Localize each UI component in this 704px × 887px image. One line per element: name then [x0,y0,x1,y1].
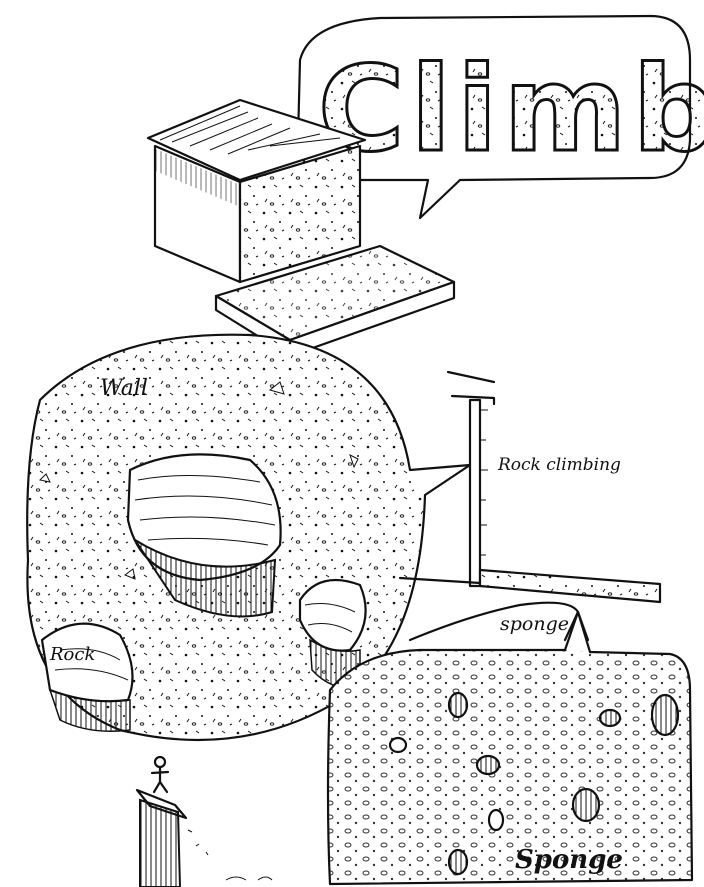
sponge-large-label: Sponge [515,845,623,875]
climbing-wall-side [400,372,660,602]
wall-label: Wall [100,376,148,401]
bottom-wall-sketch [137,790,272,887]
rock-climbing-label: Rock climbing [497,455,621,475]
rock-label: Rock [49,644,95,665]
climber-figure [152,757,168,792]
sponge-small-label: sponge [500,613,569,635]
title-text: Climb [318,40,704,178]
title-lettering: Climb [318,40,704,178]
